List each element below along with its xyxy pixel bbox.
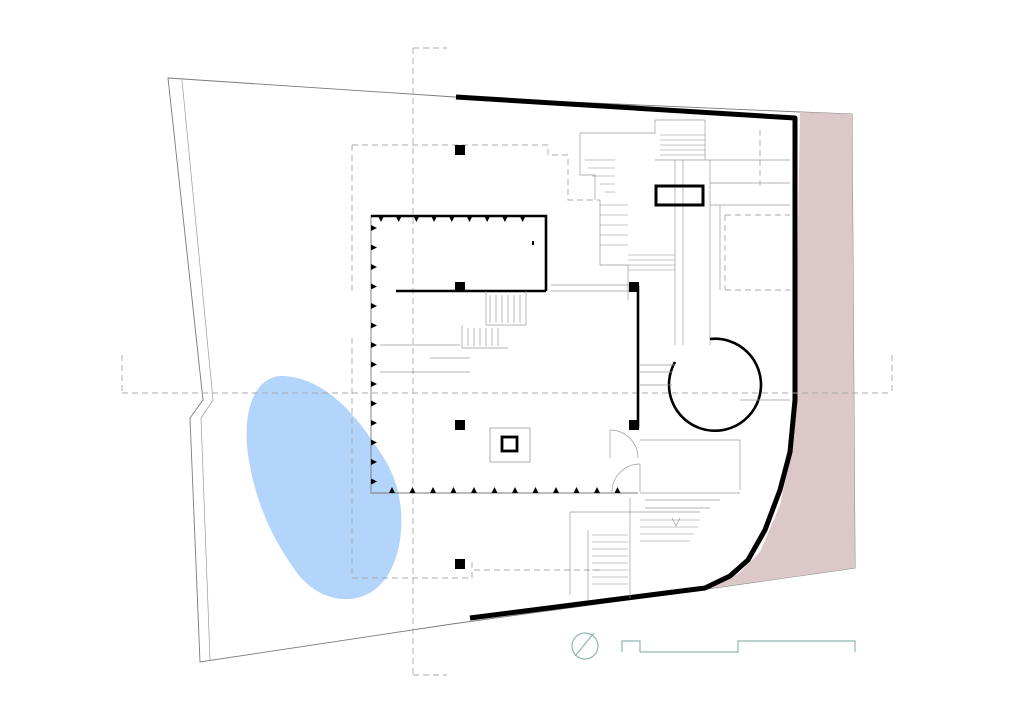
colonnade-tick bbox=[431, 216, 438, 222]
colonnade-tick bbox=[371, 361, 377, 368]
colonnade-tick bbox=[371, 342, 377, 348]
colonnade-tick bbox=[389, 487, 395, 493]
colonnade-tick bbox=[532, 487, 539, 493]
planting-strip bbox=[700, 112, 855, 590]
colonnade-tick bbox=[371, 244, 377, 251]
colonnade-tick bbox=[491, 487, 498, 493]
right-bands bbox=[640, 439, 741, 509]
colonnade-tick bbox=[430, 487, 436, 493]
colonnade-tick bbox=[519, 216, 526, 222]
colonnade-tick bbox=[395, 216, 402, 222]
colonnade-tick bbox=[450, 487, 457, 493]
colonnade-tick bbox=[484, 216, 491, 222]
central-feature bbox=[489, 427, 531, 463]
colonnade-tick bbox=[512, 487, 518, 493]
colonnade-tick bbox=[371, 303, 377, 309]
structural-column bbox=[455, 559, 465, 569]
structural-column bbox=[455, 145, 465, 155]
structural-column bbox=[629, 420, 639, 430]
pool bbox=[246, 375, 402, 600]
colonnade-tick bbox=[371, 264, 377, 270]
colonnade-tick bbox=[371, 381, 377, 387]
north-arrow-icon bbox=[571, 632, 599, 660]
structural-column bbox=[629, 282, 639, 292]
axis-lines bbox=[121, 47, 893, 676]
structural-column bbox=[455, 420, 465, 430]
wall-mark bbox=[532, 241, 534, 245]
colonnade-tick bbox=[371, 459, 377, 465]
circular-room bbox=[640, 337, 790, 433]
upper-core bbox=[654, 184, 705, 207]
colonnade-tick bbox=[413, 216, 420, 222]
colonnade-tick bbox=[371, 439, 377, 446]
colonnade-tick bbox=[471, 487, 477, 493]
colonnade-tick bbox=[371, 322, 377, 329]
colonnade-tick bbox=[371, 283, 377, 290]
upper-stair bbox=[579, 119, 790, 345]
perimeter-wall bbox=[455, 94, 798, 621]
colonnade-tick bbox=[371, 400, 377, 407]
colonnade-tick bbox=[594, 487, 600, 493]
colonnade-tick bbox=[371, 225, 377, 231]
colonnade-tick bbox=[553, 487, 559, 493]
colonnade-tick bbox=[573, 487, 580, 493]
colonnade-tick bbox=[409, 487, 416, 493]
colonnade-tick bbox=[371, 420, 377, 426]
scale-bar-icon bbox=[621, 640, 856, 653]
colonnade-tick bbox=[371, 478, 377, 485]
colonnade-tick bbox=[378, 216, 384, 222]
columns bbox=[455, 145, 639, 569]
colonnade-tick bbox=[466, 216, 473, 222]
colonnade-tick bbox=[501, 216, 508, 222]
colonnade-tick bbox=[614, 487, 621, 493]
lower-stair bbox=[569, 498, 700, 600]
colonnade-tick bbox=[448, 216, 455, 222]
colonnade-ticks bbox=[371, 216, 621, 493]
door-swings bbox=[609, 429, 641, 493]
internal-stair bbox=[461, 291, 527, 349]
structural-column bbox=[455, 282, 465, 292]
